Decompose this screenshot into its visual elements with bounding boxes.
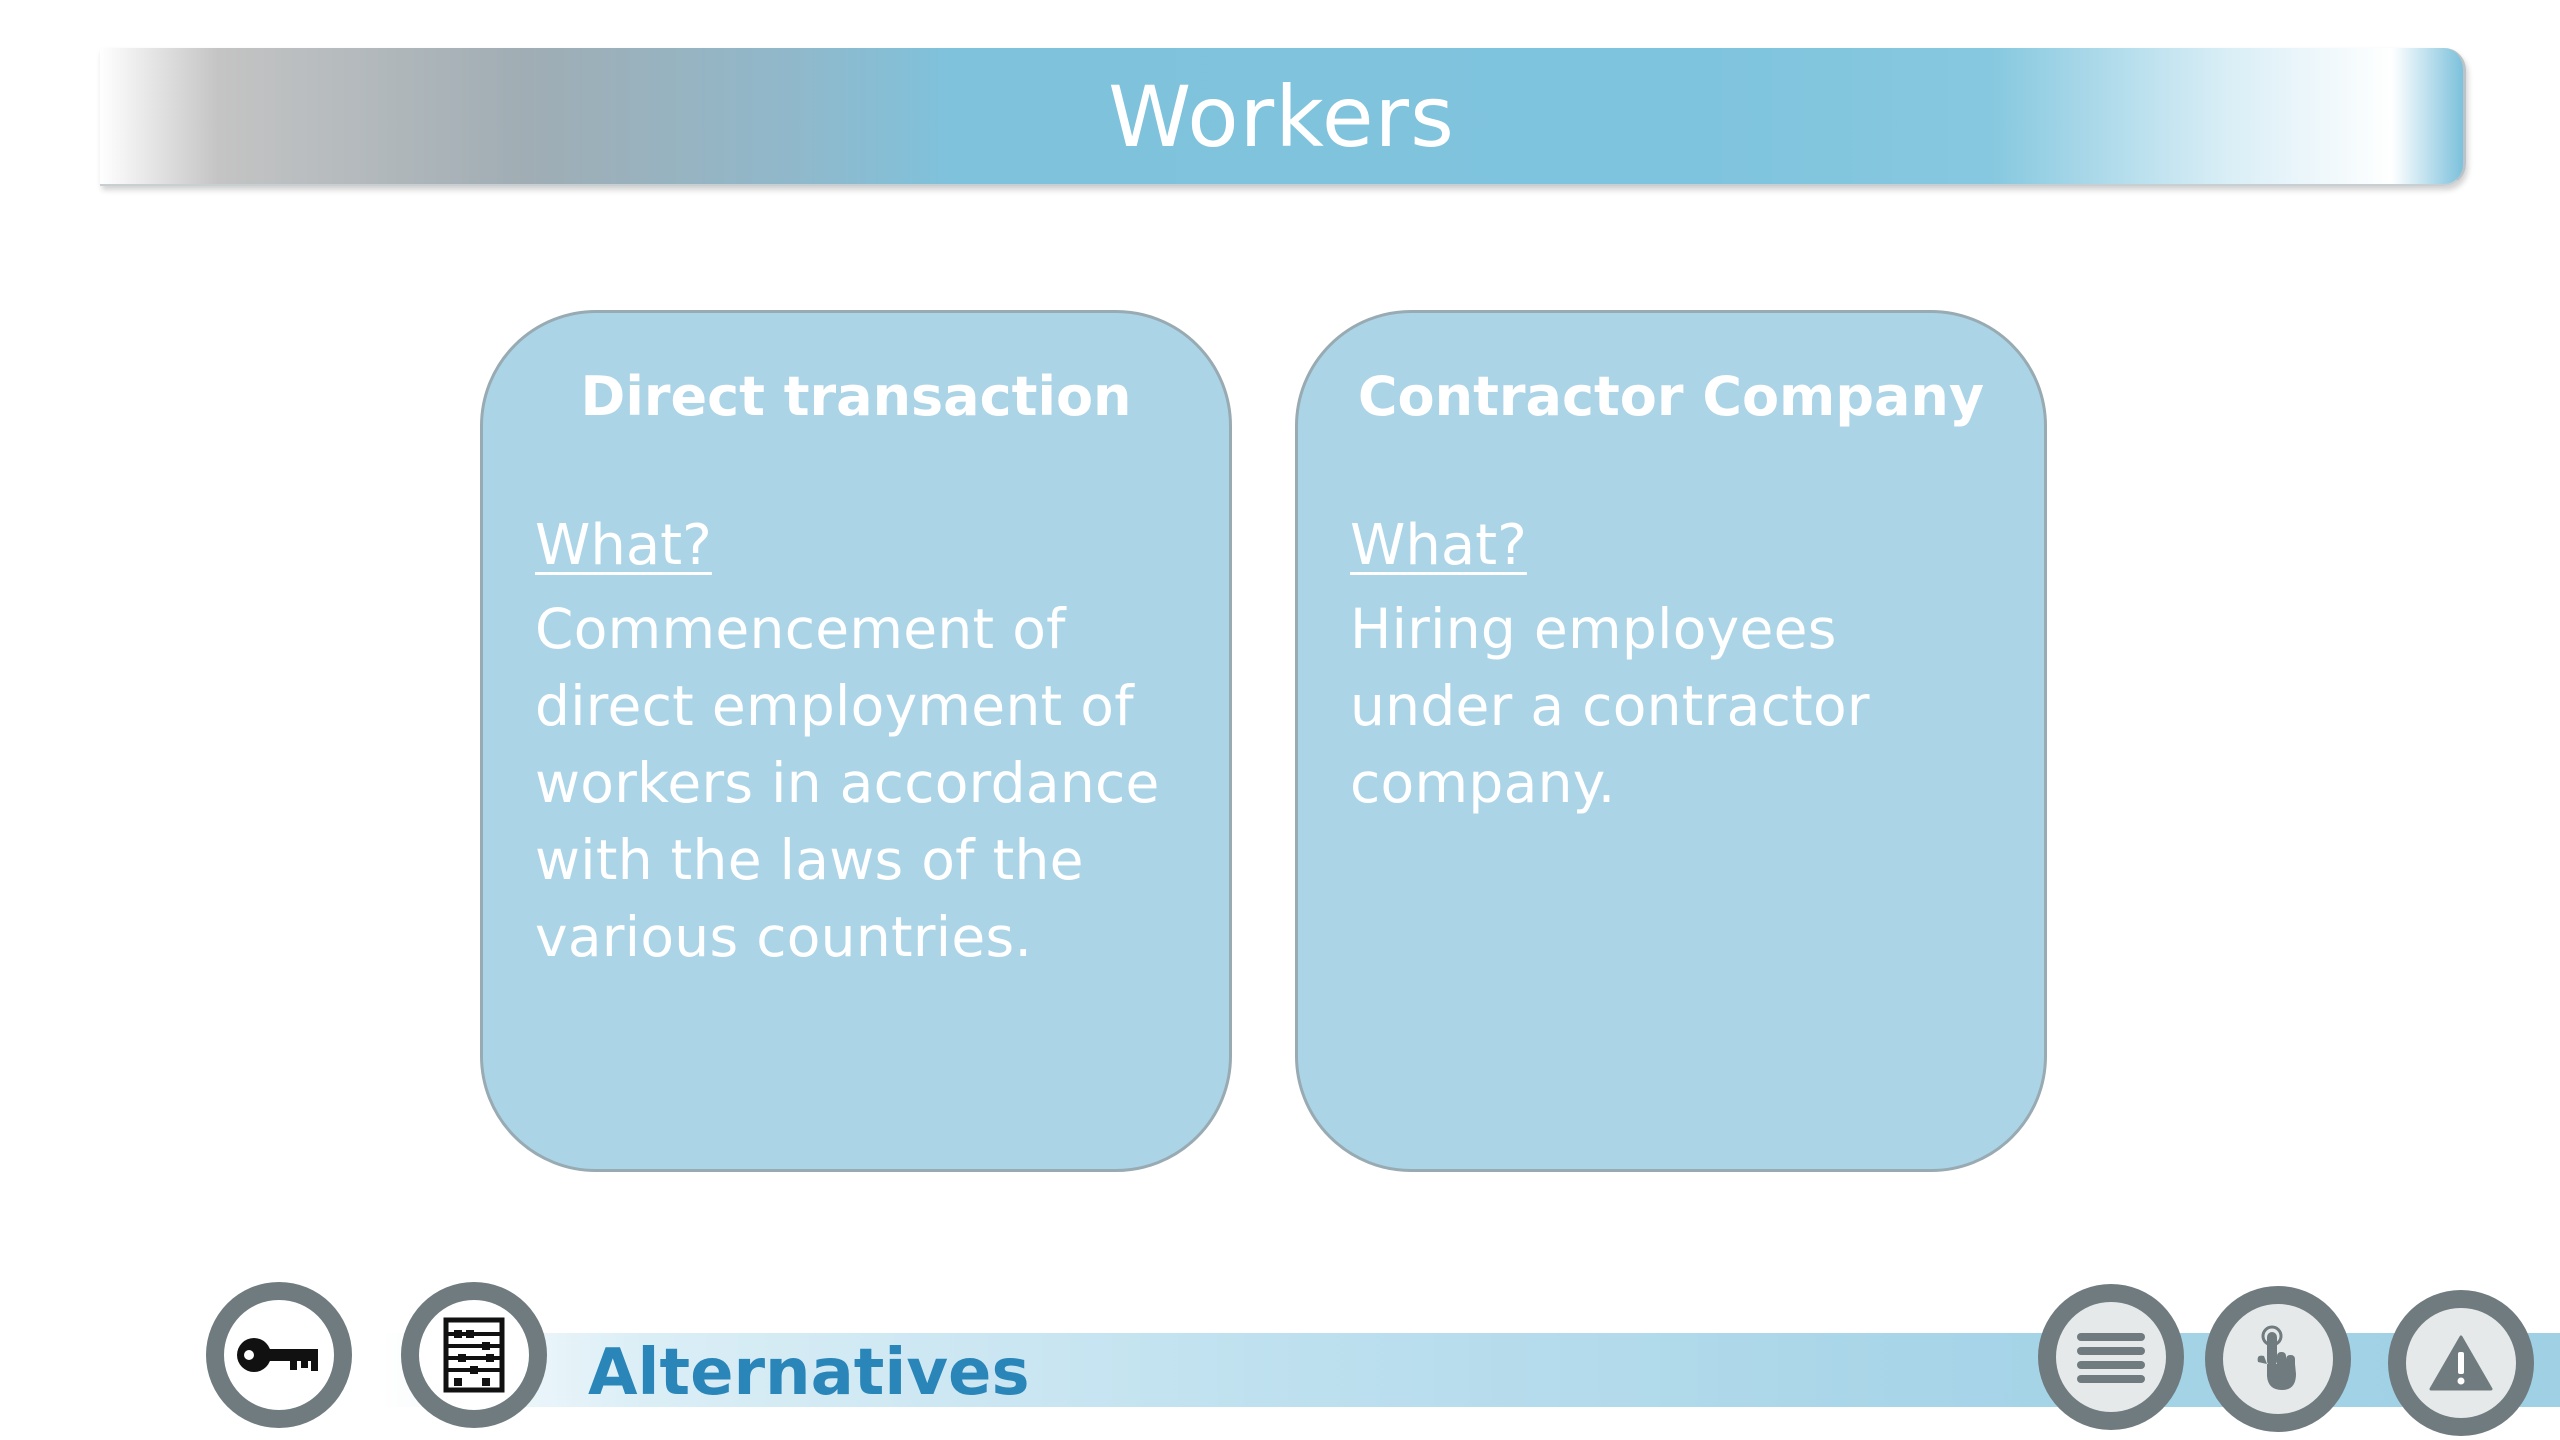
card-body: Commencement of direct employment of wor…	[535, 597, 1160, 969]
card-contractor-company: Contractor Company What? Hiring employee…	[1295, 310, 2047, 1172]
page-title: Workers	[1108, 68, 1455, 166]
footer-bar	[380, 1333, 2560, 1407]
key-icon	[237, 1338, 318, 1372]
abacus-button-face	[419, 1300, 529, 1410]
card-title: Direct transaction	[580, 365, 1132, 428]
warning-button[interactable]	[2388, 1290, 2534, 1436]
card-question: What?	[1350, 513, 1527, 578]
menu-button-face	[2056, 1302, 2166, 1412]
key-button[interactable]	[206, 1282, 352, 1428]
abacus-icon	[443, 1317, 505, 1393]
warning-button-face	[2406, 1308, 2516, 1418]
card-question: What?	[535, 513, 712, 578]
card-direct-transaction: Direct transaction What? Commencement of…	[480, 310, 1232, 1172]
hand-pointer-button-face	[2223, 1304, 2333, 1414]
menu-icon	[2077, 1333, 2145, 1383]
alternatives-label: Alternatives	[588, 1336, 1030, 1410]
card-title: Contractor Company	[1357, 365, 1985, 428]
menu-button[interactable]	[2038, 1284, 2184, 1430]
abacus-button[interactable]	[401, 1282, 547, 1428]
hand-pointer-icon	[2257, 1325, 2296, 1390]
hand-pointer-button[interactable]	[2205, 1286, 2351, 1432]
key-button-face	[224, 1300, 334, 1410]
card-body: Hiring employees under a contractor comp…	[1350, 597, 1870, 815]
warning-icon	[2429, 1335, 2493, 1391]
title-banner: Workers	[100, 48, 2466, 186]
